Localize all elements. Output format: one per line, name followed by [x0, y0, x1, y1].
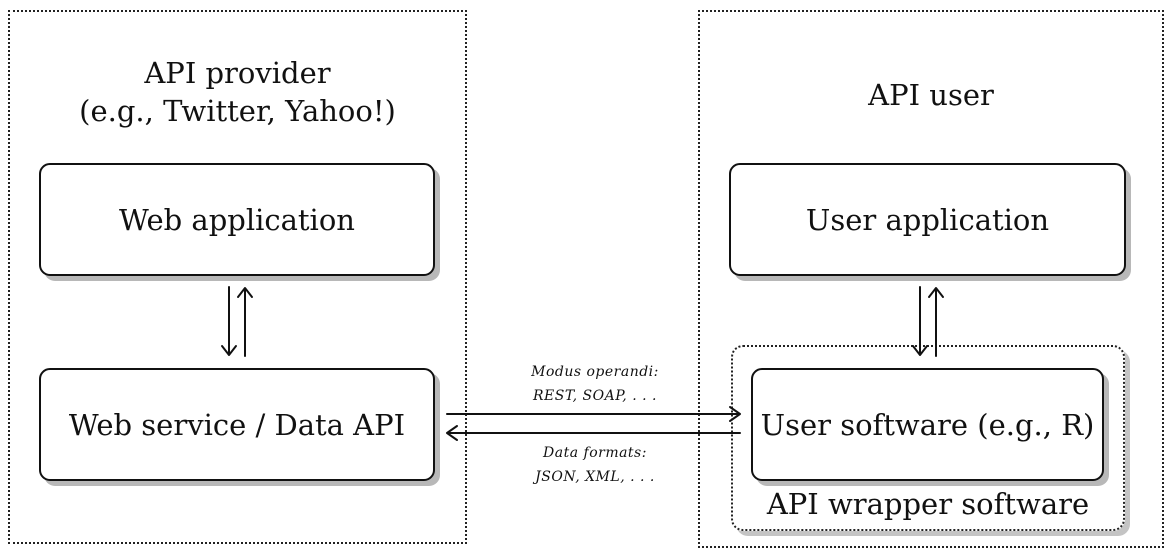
- modus-operandi-values: REST, SOAP, . . .: [533, 388, 657, 404]
- provider-down-arrow: [221, 286, 237, 356]
- api-wrapper-box: API wrapper software: [731, 345, 1125, 531]
- response-arrow-left: [446, 425, 741, 441]
- modus-operandi-heading: Modus operandi:: [531, 364, 659, 380]
- api-user-group: API user: [698, 10, 1164, 548]
- user-application-label: User application: [805, 202, 1050, 237]
- data-formats-values: JSON, XML, . . .: [535, 469, 655, 485]
- data-formats-heading: Data formats:: [543, 445, 647, 461]
- user-application-box: User application: [729, 163, 1126, 276]
- web-service-label: Web service / Data API: [68, 407, 406, 442]
- api-provider-title: API provider: [144, 56, 331, 90]
- api-provider-group: API provider (e.g., Twitter, Yahoo!): [8, 10, 467, 544]
- api-wrapper-label: API wrapper software: [766, 487, 1090, 521]
- provider-up-arrow: [237, 287, 253, 357]
- web-service-box: Web service / Data API: [39, 368, 435, 481]
- web-application-label: Web application: [119, 202, 355, 237]
- user-down-arrow: [912, 286, 928, 356]
- web-application-box: Web application: [39, 163, 435, 276]
- api-user-title: API user: [868, 78, 994, 112]
- user-up-arrow: [928, 287, 944, 357]
- user-software-label: User software (e.g., R): [760, 407, 1095, 442]
- api-provider-subtitle: (e.g., Twitter, Yahoo!): [79, 94, 396, 128]
- user-software-box: User software (e.g., R): [751, 368, 1104, 481]
- request-arrow-right: [446, 406, 741, 422]
